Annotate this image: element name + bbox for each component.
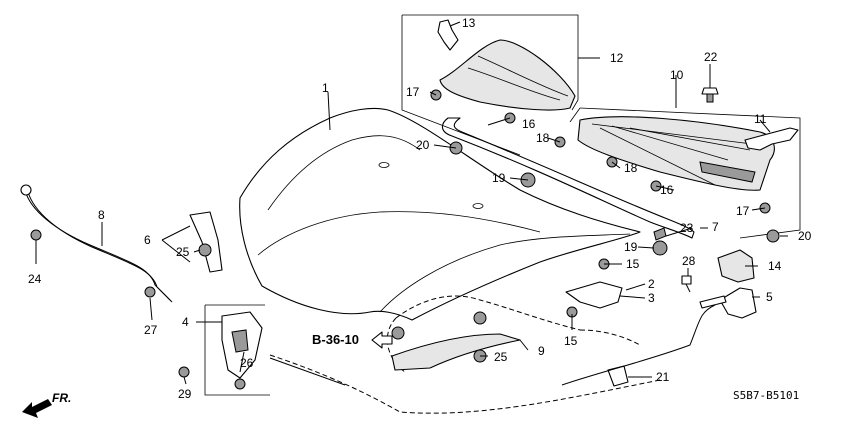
reference-arrow — [371, 331, 393, 349]
callout-5: 5 — [766, 290, 773, 304]
hood-stay-rod-8 — [20, 184, 173, 303]
callout-16b: 16 — [660, 183, 674, 197]
hood-hinge-5 — [699, 287, 757, 319]
hood-panel — [239, 107, 641, 321]
callout-23: 23 — [680, 221, 694, 235]
callout-2: 2 — [648, 277, 655, 291]
pad-14 — [717, 249, 755, 283]
callout-20b: 20 — [798, 229, 812, 243]
callout-22: 22 — [704, 50, 718, 64]
callout-11: 11 — [754, 112, 767, 126]
hood-lock-group — [204, 304, 270, 396]
callout-8: 8 — [98, 208, 105, 222]
release-cable — [269, 304, 716, 386]
callout-15a: 15 — [626, 257, 640, 271]
cowl-top-left-group — [401, 14, 579, 156]
callout-26: 26 — [240, 356, 254, 370]
callout-28: 28 — [682, 254, 696, 268]
callout-29: 29 — [178, 387, 192, 401]
callout-6: 6 — [144, 233, 151, 247]
cowl-top-group — [569, 107, 801, 239]
callout-19a: 19 — [492, 171, 506, 185]
clip-22 — [701, 87, 719, 103]
front-arrow-icon — [22, 399, 52, 418]
cowl-seal — [441, 117, 695, 239]
callout-7: 7 — [712, 220, 719, 234]
callout-13: 13 — [462, 16, 476, 30]
clip-parts — [30, 89, 780, 390]
callout-17a: 17 — [406, 85, 420, 99]
hood-latch-bracket — [565, 281, 623, 309]
callout-20a: 20 — [416, 138, 430, 152]
callout-18a: 18 — [536, 131, 550, 145]
front-label: FR. — [52, 391, 71, 405]
bracket-13 — [437, 19, 459, 51]
callout-labels: 1 2 3 4 5 6 7 8 9 10 11 12 13 14 15 15 1… — [28, 16, 812, 401]
cable-clamp-21 — [607, 365, 629, 387]
callout-21: 21 — [656, 370, 670, 384]
reference-label: B-36-10 — [312, 332, 359, 347]
callout-25b: 25 — [494, 350, 508, 364]
callout-18b: 18 — [624, 161, 638, 175]
callout-12: 12 — [610, 51, 624, 65]
callout-17b: 17 — [736, 204, 750, 218]
callout-19b: 19 — [624, 240, 638, 254]
hood-support-bracket-6 — [189, 211, 223, 273]
callout-14: 14 — [768, 259, 782, 273]
callout-16a: 16 — [522, 117, 536, 131]
leader-lines — [35, 21, 788, 385]
hood-hinge-clip-11 — [744, 127, 799, 151]
callout-27: 27 — [144, 323, 158, 337]
callout-24: 24 — [28, 272, 42, 286]
callout-25a: 25 — [176, 245, 190, 259]
callout-4: 4 — [182, 315, 189, 329]
callout-15b: 15 — [564, 334, 578, 348]
diagram-code: S5B7-B5101 — [733, 389, 799, 402]
callout-3: 3 — [648, 291, 655, 305]
callout-9: 9 — [538, 344, 545, 358]
callout-10: 10 — [670, 68, 684, 82]
callout-1: 1 — [322, 81, 329, 95]
bolt-28 — [681, 275, 692, 293]
